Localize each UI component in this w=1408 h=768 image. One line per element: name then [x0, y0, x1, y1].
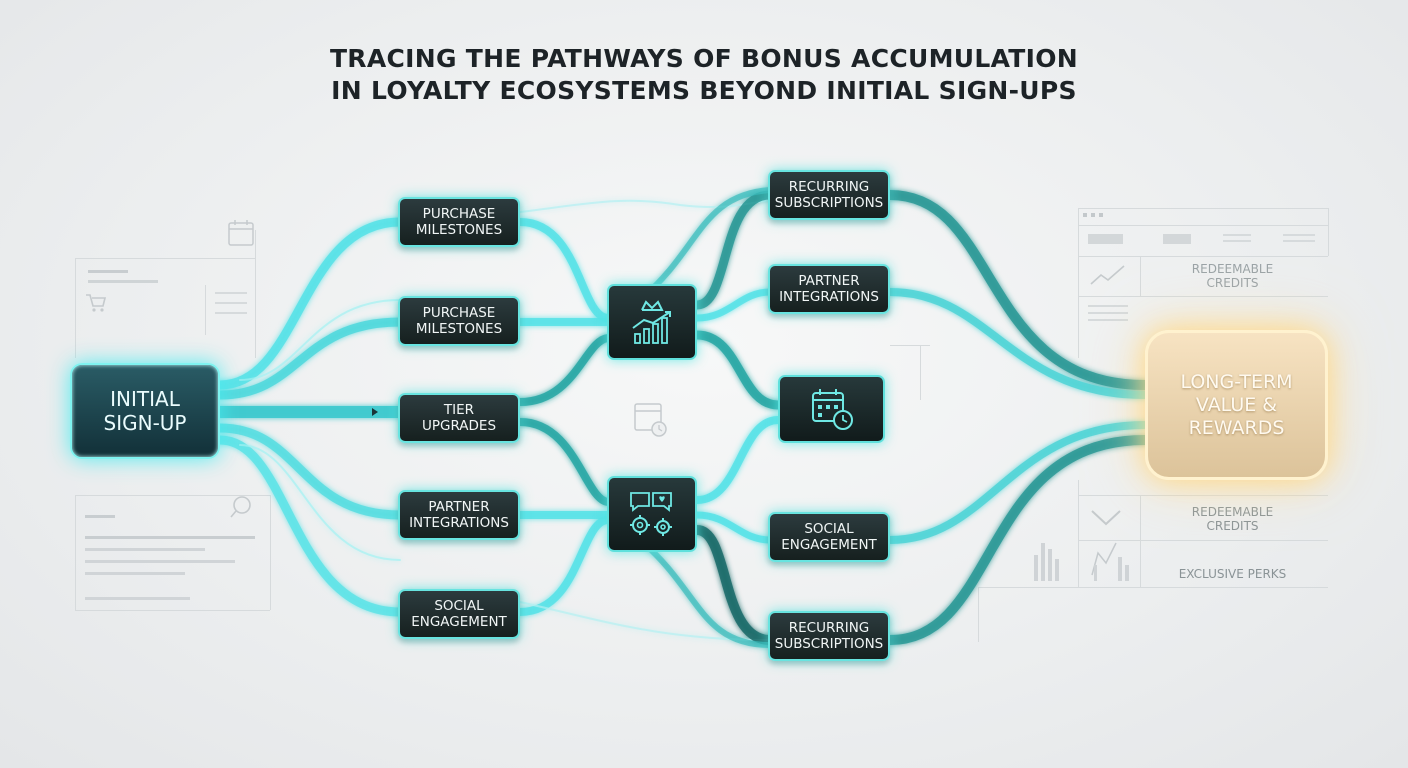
- crown-growth-chart-icon: [632, 300, 671, 344]
- calendar-clock-icon: [811, 389, 853, 430]
- credits-label-bottom-2: CREDITS: [1206, 519, 1259, 533]
- initial-signup-line-1: INITIAL: [110, 387, 180, 411]
- node-label-line-2: MILESTONES: [415, 222, 503, 238]
- node-label-line-2: ENGAGEMENT: [411, 614, 507, 630]
- chat-gears-icon: [630, 492, 672, 536]
- calendar-icon: [228, 220, 254, 246]
- end-line-2: VALUE &: [1195, 393, 1278, 416]
- trend-chart-icon: [1090, 265, 1125, 285]
- node-social-engagement-right[interactable]: SOCIAL ENGAGEMENT: [768, 512, 890, 562]
- node-label-line-1: PARTNER: [798, 273, 860, 289]
- node-purchase-milestones-1[interactable]: PURCHASE MILESTONES: [398, 197, 520, 247]
- credits-label-top-2: CREDITS: [1206, 276, 1259, 290]
- credits-label-top-1: REDEEMABLE: [1191, 262, 1274, 276]
- calendar-clock-faint-icon: [634, 403, 667, 437]
- end-line-1: LONG-TERM: [1180, 370, 1293, 393]
- node-label-line-2: SUBSCRIPTIONS: [774, 636, 884, 652]
- long-term-value-node[interactable]: LONG-TERM VALUE & REWARDS: [1145, 330, 1328, 480]
- node-recurring-subscriptions-2[interactable]: RECURRING SUBSCRIPTIONS: [768, 611, 890, 661]
- initial-signup-node[interactable]: INITIAL SIGN-UP: [70, 363, 220, 459]
- node-label-line-2: UPGRADES: [421, 418, 497, 434]
- search-icon: [230, 496, 251, 518]
- title-line-1: TRACING THE PATHWAYS OF BONUS ACCUMULATI…: [329, 44, 1079, 73]
- flow-start-to-purchase-2: [215, 317, 405, 400]
- initial-signup-line-2: SIGN-UP: [103, 411, 187, 435]
- hub-chat-gears[interactable]: [607, 476, 697, 552]
- end-line-3: REWARDS: [1188, 416, 1285, 439]
- node-purchase-milestones-2[interactable]: PURCHASE MILESTONES: [398, 296, 520, 346]
- node-label-line-2: INTEGRATIONS: [409, 515, 509, 531]
- node-social-engagement-left[interactable]: SOCIAL ENGAGEMENT: [398, 589, 520, 639]
- node-label-line-1: RECURRING: [788, 179, 870, 195]
- node-label-line-1: TIER: [443, 402, 475, 418]
- exclusive-perks-label: EXCLUSIVE PERKS: [1178, 567, 1287, 581]
- flow-start-to-purchase-1: [215, 217, 405, 390]
- flow-start-to-partner: [215, 423, 405, 520]
- hub-crown-growth[interactable]: [607, 284, 697, 360]
- cart-icon: [86, 294, 107, 312]
- node-label-line-2: SUBSCRIPTIONS: [774, 195, 884, 211]
- hub-calendar-clock[interactable]: [778, 375, 885, 443]
- credits-label-bottom-1: REDEEMABLE: [1191, 505, 1274, 519]
- node-label-line-2: ENGAGEMENT: [781, 537, 877, 553]
- node-label-line-1: SOCIAL: [804, 521, 854, 537]
- node-label-line-1: RECURRING: [788, 620, 870, 636]
- node-label-line-2: MILESTONES: [415, 321, 503, 337]
- node-recurring-subscriptions-1[interactable]: RECURRING SUBSCRIPTIONS: [768, 170, 890, 220]
- node-label-line-1: PARTNER: [428, 499, 490, 515]
- bar-chart-icon: [1034, 542, 1129, 581]
- node-label-line-2: INTEGRATIONS: [779, 289, 879, 305]
- node-tier-upgrades[interactable]: TIER UPGRADES: [398, 393, 520, 443]
- node-partner-integrations-right[interactable]: PARTNER INTEGRATIONS: [768, 264, 890, 314]
- node-label-line-1: SOCIAL: [434, 598, 484, 614]
- title-line-2: IN LOYALTY ECOSYSTEMS BEYOND INITIAL SIG…: [331, 76, 1077, 105]
- node-label-line-1: PURCHASE: [422, 305, 496, 321]
- arrow-marker: [372, 408, 378, 416]
- node-partner-integrations-left[interactable]: PARTNER INTEGRATIONS: [398, 490, 520, 540]
- flow-start-to-social: [215, 435, 405, 617]
- node-label-line-1: PURCHASE: [422, 206, 496, 222]
- chevron-down-icon: [1091, 510, 1121, 526]
